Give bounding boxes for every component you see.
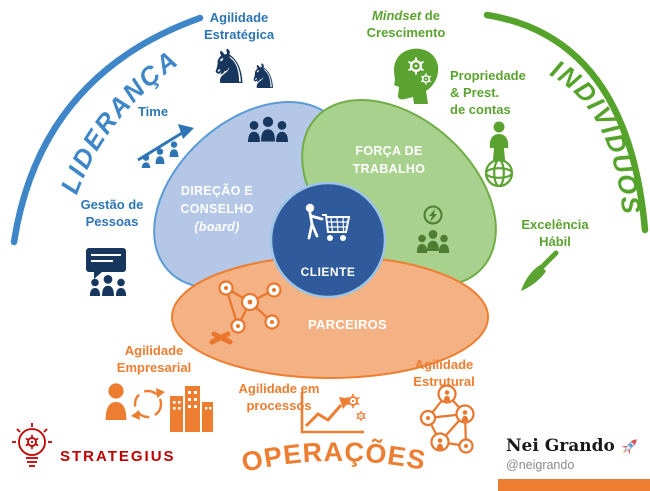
accountability-line2: & Prest. — [450, 84, 500, 100]
author-name: Nei Grando — [506, 436, 615, 456]
board-label-line1: DIREÇÃO E — [180, 184, 254, 198]
label-people-management: Gestão de Pessoas — [62, 197, 162, 231]
strategic-agility-line1: Agilidade — [209, 10, 269, 25]
people-management-icon — [86, 248, 127, 296]
board-label-line2: CONSELHO — [180, 202, 254, 216]
process-agility-line1: Agilidade em — [238, 381, 320, 396]
customer-cart-icon — [305, 203, 351, 241]
process-agility-line2: processos — [246, 397, 312, 413]
logo-text: STRATEGIUS — [60, 448, 176, 465]
team-growth-icon — [137, 124, 194, 168]
operations-region-label: OPERAÇÕES — [239, 437, 428, 478]
customer-label: CLIENTE — [300, 265, 356, 279]
strategius-logo: STRATEGIUS — [8, 420, 178, 484]
mindset-rest: de — [421, 8, 440, 23]
accountability-line1: Propriedade — [450, 68, 526, 83]
author-name-row: Nei Grando — [506, 436, 650, 456]
person-globe-icon — [484, 121, 514, 188]
author-handle: @neigrando — [506, 458, 575, 472]
partners-petal-label: PARCEIROS — [307, 317, 388, 332]
individuals-arc — [483, 11, 649, 234]
structural-agility-line2: Estrutural — [413, 373, 475, 389]
rocket-icon — [621, 439, 637, 455]
skilled-excellence-line1: Excelência — [521, 217, 589, 232]
board-people-icon — [248, 116, 288, 142]
business-agility-line2: Empresarial — [116, 359, 192, 375]
growth-mindset-line1: Mindset de — [345, 8, 467, 25]
label-business-agility: Agilidade Empresarial — [94, 343, 214, 377]
label-skilled-excellence: Excelência Hábil — [505, 217, 605, 251]
accountability-line3: de contas — [450, 101, 511, 117]
strategic-agility-line2: Estratégica — [203, 26, 275, 42]
board-petal-label: DIREÇÃO E CONSELHO (board) — [157, 182, 277, 236]
structural-network-icon — [419, 384, 475, 454]
business-agility-line1: Agilidade — [124, 343, 184, 358]
chess-knight-icon-small: ♞ — [248, 57, 279, 97]
buildings-icon — [170, 386, 213, 432]
business-agility-icons — [105, 383, 213, 432]
label-team: Time — [137, 104, 169, 119]
people-management-line2: Pessoas — [85, 213, 139, 229]
chess-knight-icon: ♞ — [208, 40, 251, 95]
process-chart-gears-icon — [300, 392, 366, 434]
label-growth-mindset: Mindset de Crescimento — [345, 8, 467, 42]
paintbrush-icon — [521, 250, 559, 291]
structural-agility-line1: Agilidade — [414, 357, 474, 372]
label-structural-agility: Agilidade Estrutural — [384, 357, 504, 391]
label-strategic-agility: Agilidade Estratégica — [179, 10, 299, 44]
growth-mindset-line2: Crescimento — [366, 24, 446, 40]
lightbulb-icon — [12, 423, 52, 467]
author-block: Nei Grando @neigrando — [506, 436, 650, 472]
workforce-label-line2: TRABALHO — [352, 162, 426, 176]
mindset-word: Mindset — [372, 8, 422, 23]
footer-accent-bar — [498, 479, 650, 491]
board-label-line3: (board) — [194, 220, 240, 234]
partners-network-icon — [209, 280, 282, 345]
workforce-label-line1: FORÇA DE — [355, 144, 423, 158]
leadership-arc — [10, 14, 204, 246]
people-management-line1: Gestão de — [80, 197, 144, 212]
handshake-icon — [209, 331, 233, 345]
workforce-petal-label: FORÇA DE TRABALHO — [334, 142, 444, 178]
strategic-agility-icons: ♞ ♞ — [208, 44, 292, 104]
head-gears-icon — [394, 48, 439, 104]
label-accountability: Propriedade & Prest. de contas — [450, 68, 558, 119]
workforce-energy-people-icon — [416, 205, 450, 253]
label-process-agility: Agilidade em processos — [219, 381, 339, 415]
skilled-excellence-line2: Hábil — [539, 233, 571, 249]
